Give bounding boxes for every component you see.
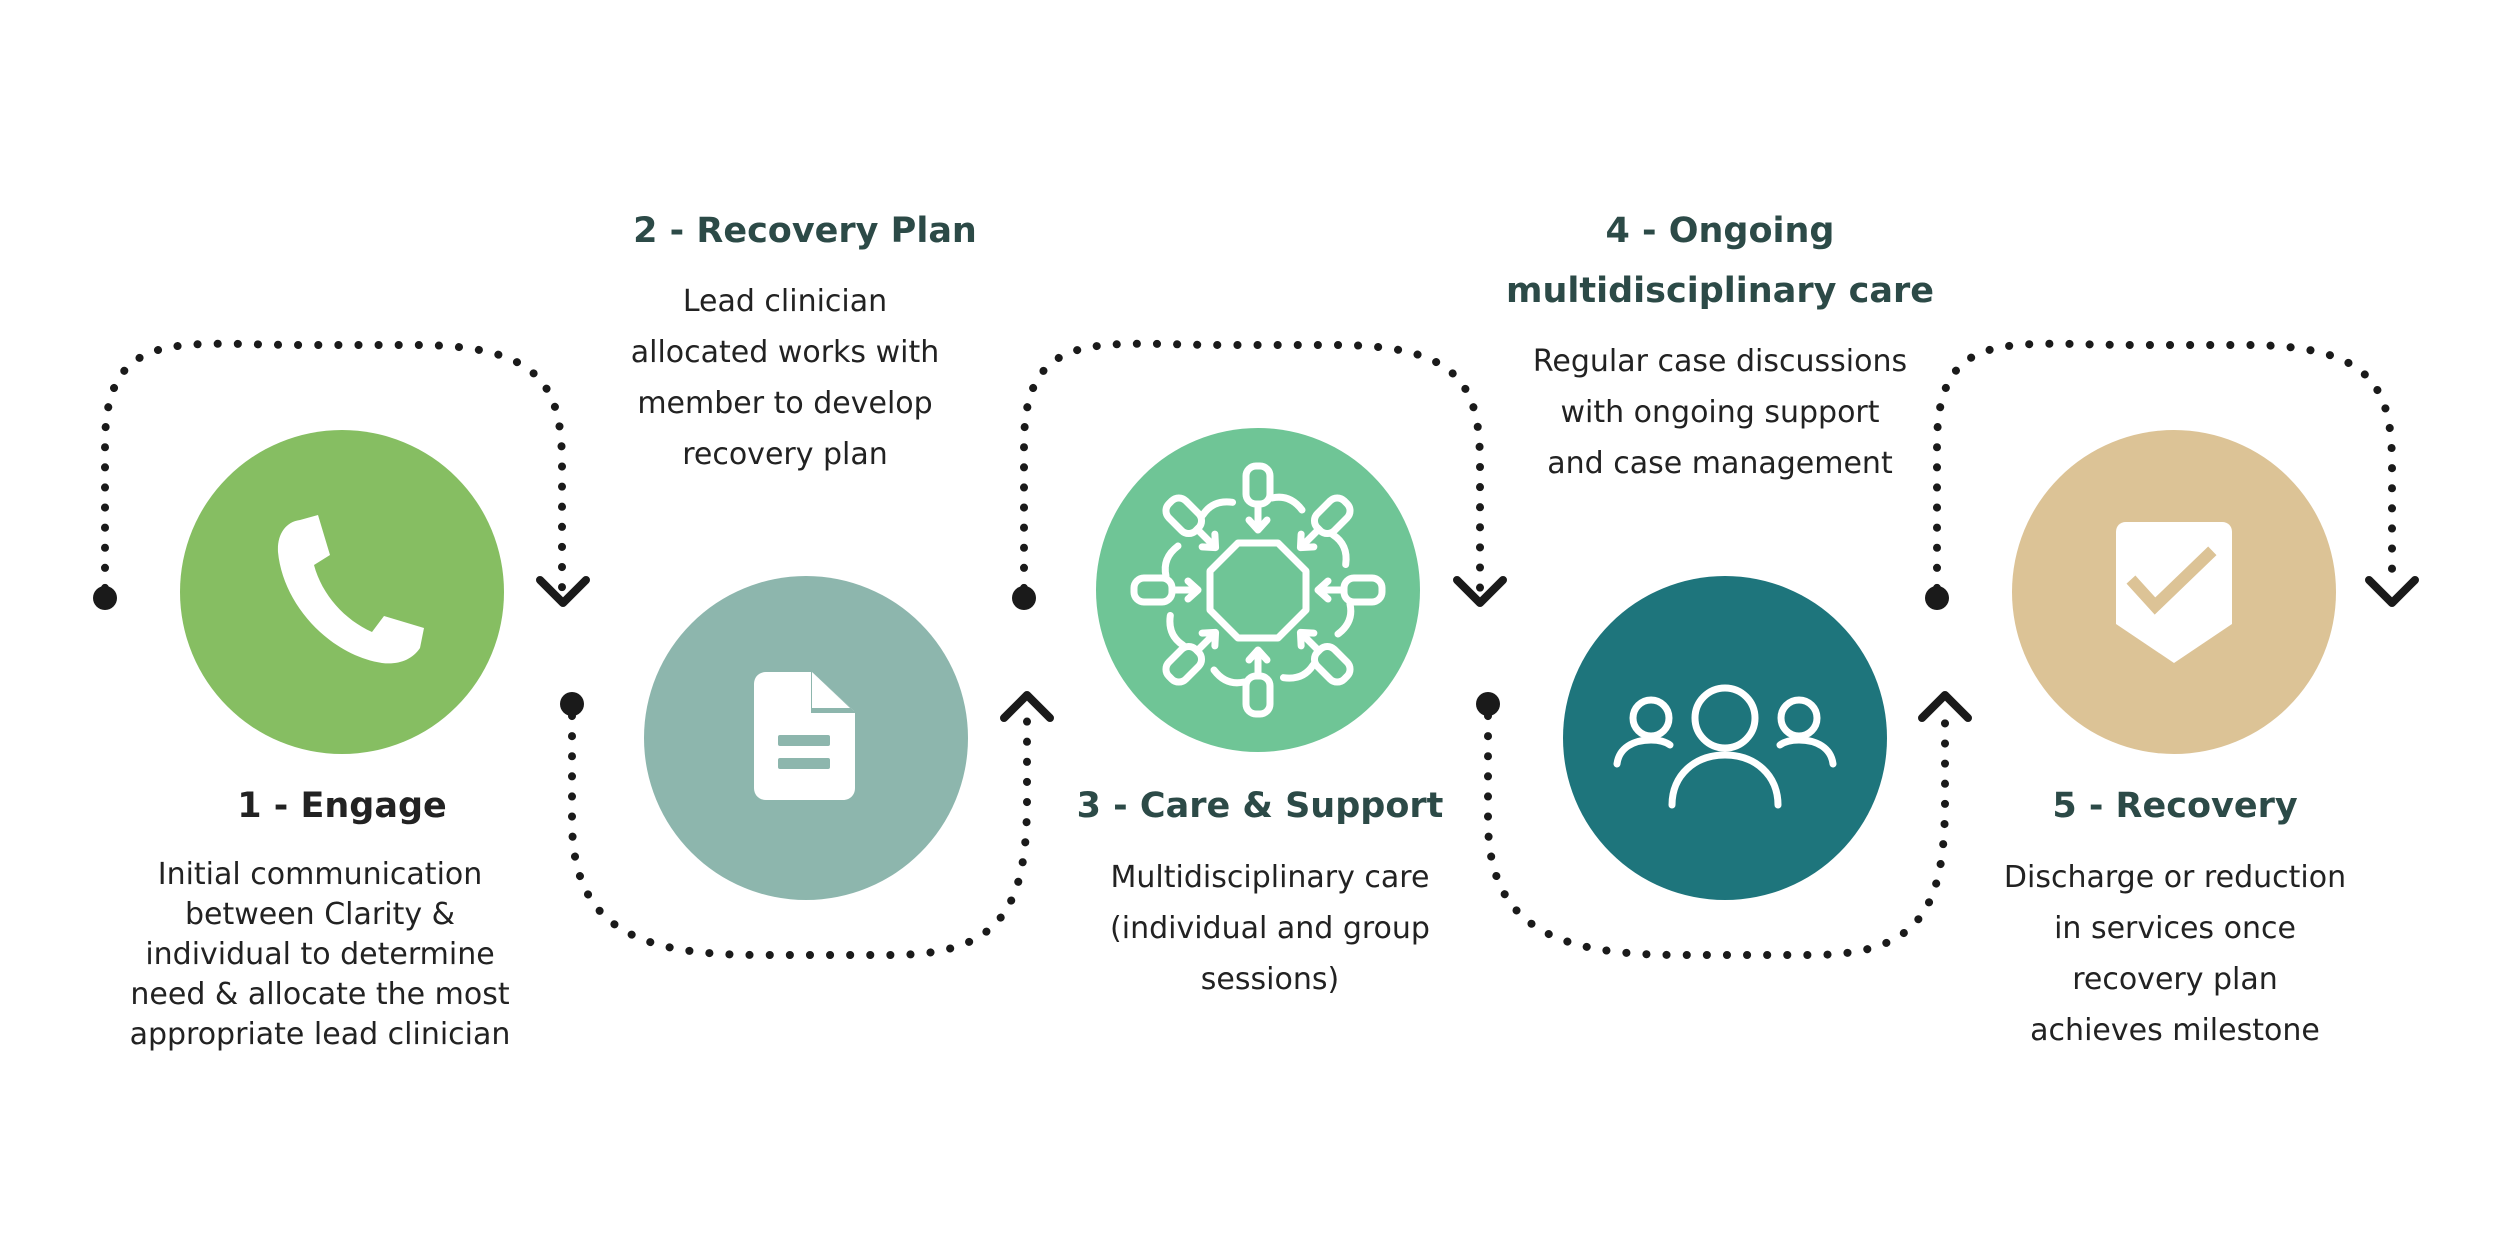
connector-3-4-upper [1012,339,1507,610]
description-line: with ongoing support [1560,395,1880,430]
description-line: and case management [1547,446,1893,481]
step-4-title-line: 4 - Ongoing [1605,211,1835,251]
description-line: Regular case discussions [1532,344,1908,379]
care-network-spoke [1210,646,1274,718]
care-network-spoke [1130,542,1202,606]
description-line: in services once [2054,911,2296,946]
care-network-spoke [1296,494,1354,569]
description-line: achieves milestone [2030,1013,2320,1048]
description-line: between Clarity & [184,897,456,932]
care-network-spoke [1242,462,1306,534]
care-network-spoke [1162,611,1220,686]
connector-start-dot [1476,692,1500,716]
step-1-title: 1 - Engage [237,786,447,826]
step-3-title: 3 - Care & Support [1076,786,1444,826]
description-line: Lead clinician [682,284,888,319]
step-2-circle [644,576,968,900]
description-line: need & allocate the most [130,977,510,1012]
step-4-circle [1563,576,1887,900]
connector-arrowhead [1453,576,1507,607]
connector-start-dot [560,692,584,716]
connector-start-dot [1925,586,1949,610]
step-2-title: 2 - Recovery Plan [633,211,977,251]
description-line: allocated works with [630,335,940,370]
step-3-circle [1096,428,1420,752]
connector-5-end [1925,339,2419,610]
connector-4-5-lower [1476,691,1972,959]
step-2-description: Lead clinician allocated works with memb… [545,276,1025,480]
connector-arrowhead [1000,691,1054,722]
description-line: Discharge or reduction [2003,860,2347,895]
connector-2-3-lower [560,691,1054,959]
description-line: sessions) [1200,962,1340,997]
description-line: member to develop [637,386,933,421]
step-5-circle [2012,430,2336,754]
step-5-description: Discharge or reduction in services once … [1930,852,2420,1056]
document-icon [754,672,855,800]
connector-start-dot [1012,586,1036,610]
description-line: recovery plan [682,437,888,472]
connector-start-dot [93,586,117,610]
description-line: appropriate lead clinician [129,1017,511,1052]
care-network-spoke [1314,574,1386,638]
phone-icon [277,515,424,664]
care-network-spoke [1162,494,1237,552]
step-1-description: Initial communication between Clarity & … [60,855,580,1055]
description-line: (individual and group [1110,911,1430,946]
step-1-circle [180,430,504,754]
description-line: individual to determine [145,937,495,972]
description-line: recovery plan [2072,962,2278,997]
shield-check-icon [2116,522,2232,663]
connector-arrowhead [1918,691,1972,722]
step-4-title-line: multidisciplinary care [1506,271,1934,311]
care-network-spoke [1279,628,1354,686]
step-4-title: 4 - Ongoing multidisciplinary care [1460,201,1980,321]
connector-1-2 [93,339,590,610]
people-group-icon [1613,684,1837,809]
step-4-description: Regular case discussions with ongoing su… [1465,336,1975,489]
description-line: Initial communication [157,857,483,892]
step-3-description: Multidisciplinary care (individual and g… [1020,852,1520,1005]
connector-arrowhead [2365,576,2419,607]
connector-arrowhead [536,576,590,607]
description-line: Multidisciplinary care [1110,860,1430,895]
care-network-icon [1130,462,1386,718]
step-5-title: 5 - Recovery [2052,786,2298,826]
